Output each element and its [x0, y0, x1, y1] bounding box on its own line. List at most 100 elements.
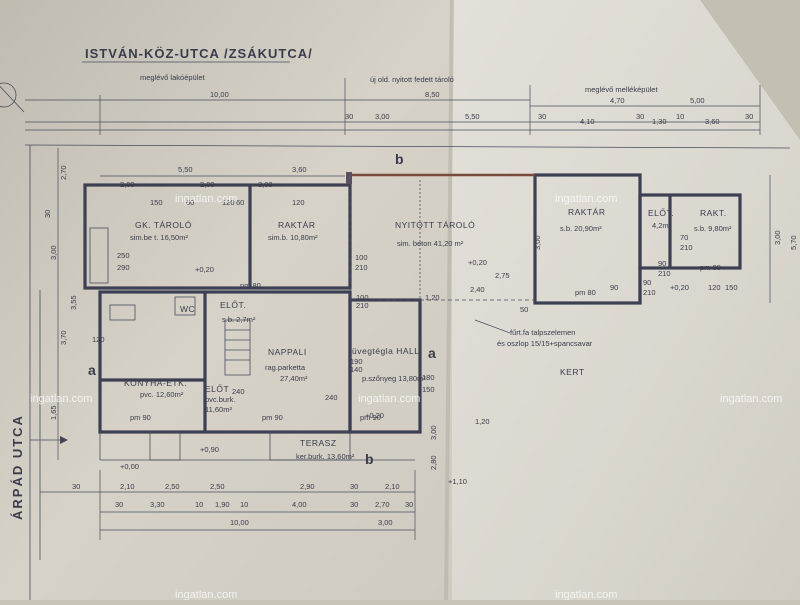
- bottom-dim-1-1: 30: [72, 482, 80, 491]
- bottom-dim-2-4: 1,90: [215, 500, 230, 509]
- level-2: +0,20: [468, 258, 487, 267]
- room-hall-area: p.szőnyeg 13,80m²: [362, 374, 426, 383]
- misc-dim-29: 2,80: [429, 455, 438, 470]
- bottom-dim-2-5: 10: [240, 500, 248, 509]
- label-new-shed: új old. nyitott fedett tároló: [370, 75, 454, 84]
- label-existing-outbuilding: meglévő melléképület: [585, 85, 658, 94]
- watermark-7: ingatlan.com: [555, 589, 617, 600]
- bottom-dim-1-2: 2,10: [120, 482, 135, 491]
- bottom-dim-2-3: 10: [195, 500, 203, 509]
- misc-dim-17: 210: [643, 288, 656, 297]
- bottom-dim-2-6: 4,00: [292, 500, 307, 509]
- room-terrace-name: TERASZ: [300, 438, 337, 448]
- level-1: +0,20: [195, 265, 214, 274]
- label-existing-house: meglévő lakóépület: [140, 73, 206, 82]
- sill-1: pm 80: [240, 281, 261, 290]
- house-walls: [83, 183, 422, 434]
- room-garden-name: KERT: [560, 367, 585, 377]
- dim-top-9: 4,10: [580, 117, 595, 126]
- dim-top-12: 10: [676, 112, 684, 121]
- note-leader: [474, 319, 511, 334]
- misc-dim-6: 2,40: [470, 285, 485, 294]
- inner-dim-b-2: 60: [186, 198, 194, 207]
- sill-2: pm 90: [262, 413, 283, 422]
- room-kitchen-name: KONYHA-ÉTK.: [124, 378, 187, 388]
- misc-dim-28: 3,00: [429, 425, 438, 440]
- misc-dim-26: 50: [520, 305, 528, 314]
- north-arrow-icon: [0, 82, 25, 113]
- inner-dim-a-4: 3,60: [292, 165, 307, 174]
- inner-dim-b-5: 120: [292, 198, 305, 207]
- misc-dim-13: 190: [350, 357, 363, 366]
- bottom-dim-2-2: 3,30: [150, 500, 165, 509]
- level-4: +0,20: [365, 411, 384, 420]
- room-entry-area2: 11,60m²: [205, 405, 232, 414]
- bottom-dim-2-7: 30: [350, 500, 358, 509]
- room-wc-ante-name: ELŐT.: [220, 300, 246, 310]
- bottom-dim-1-4: 2,50: [210, 482, 225, 491]
- sill-5: pm 80: [575, 288, 596, 297]
- room-storage1-area: sim.b. 10,80m²: [268, 233, 318, 242]
- dim-top-10: 30: [636, 112, 644, 121]
- bottom-dim-1-7: 2,10: [385, 482, 400, 491]
- side-street-label: ÁRPÁD UTCA: [10, 414, 25, 520]
- dim-top-4: 5,00: [690, 96, 705, 105]
- bottom-dim-2-8: 2,70: [375, 500, 390, 509]
- section-mark-a-right: a: [428, 345, 436, 361]
- top-dimension-lines: [25, 78, 761, 135]
- sill-6: pm 80: [700, 263, 721, 272]
- room-terrace-area: ker.burk. 13,60m²: [296, 452, 355, 461]
- room-storage2-area: s.b. 20,90m²: [560, 224, 602, 233]
- bottom-dim-3-2: 3,00: [378, 518, 393, 527]
- bottom-dimension-lines: [40, 470, 416, 540]
- misc-dim-9: 100: [356, 293, 369, 302]
- stairs-detail: [89, 227, 415, 461]
- outbuilding-walls: [533, 173, 742, 305]
- room-storage3-area: s.b. 9,80m²: [694, 224, 732, 233]
- inner-dim-a-3: 3,00: [258, 180, 273, 189]
- misc-dim-1: 250: [117, 251, 130, 260]
- room-garage-name: GK. TÁROLÓ: [135, 220, 192, 230]
- property-boundary: [24, 144, 791, 600]
- dim-top-11: 1,30: [652, 117, 667, 126]
- misc-dim-11: 180: [422, 373, 435, 382]
- dim-top-6: 3,00: [375, 112, 390, 121]
- right-dim-2: 5,70: [789, 235, 798, 250]
- right-dim-3: 3,00: [533, 235, 542, 250]
- level-3: +0,20: [670, 283, 689, 292]
- bottom-dim-2-9: 30: [405, 500, 413, 509]
- misc-dim-12: 150: [422, 385, 435, 394]
- note-post-1: fűrt.fa talpszelemen: [510, 328, 575, 337]
- misc-dim-16: 90: [643, 278, 651, 287]
- room-storage3-name: RAKT.: [700, 208, 727, 218]
- misc-dim-25: 1,20: [475, 417, 490, 426]
- misc-dim-24: 210: [680, 243, 693, 252]
- misc-dim-2: 290: [117, 263, 130, 272]
- misc-dim-19: 120: [708, 283, 721, 292]
- misc-dim-23: 70: [680, 233, 688, 242]
- room-entry-name: ELŐT: [205, 384, 229, 394]
- misc-dim-21: 90: [658, 259, 666, 268]
- room-wc-area: s.b. 2,7m²: [222, 315, 256, 324]
- misc-dim-14: 140: [350, 365, 363, 374]
- bottom-dim-1-6: 30: [350, 482, 358, 491]
- misc-dim-27: 1,20: [425, 293, 440, 302]
- watermark-3: ingatlan.com: [30, 393, 92, 405]
- inner-dim-b-4: 60: [236, 198, 244, 207]
- room-anteroom-name: ELŐT.: [648, 208, 674, 218]
- room-kitchen-area: pvc. 12,60m²: [140, 390, 184, 399]
- misc-dim-7: 120: [92, 335, 105, 344]
- room-storage2-name: RAKTÁR: [568, 207, 605, 217]
- misc-dim-5: 2,75: [495, 271, 510, 280]
- room-open-shed-area: sim. beton 41,20 m²: [397, 239, 464, 248]
- bottom-dim-3-1: 10,00: [230, 518, 249, 527]
- misc-dim-15: 240: [325, 393, 338, 402]
- left-dim-3: 3,00: [49, 245, 58, 260]
- right-dim-1: 3,00: [773, 230, 782, 245]
- misc-dim-18: 90: [610, 283, 618, 292]
- misc-dim-8: 240: [232, 387, 245, 396]
- inner-dim-b-1: 150: [150, 198, 163, 207]
- room-living-area1: rag.parketta: [265, 363, 306, 372]
- dim-top-3: 4,70: [610, 96, 625, 105]
